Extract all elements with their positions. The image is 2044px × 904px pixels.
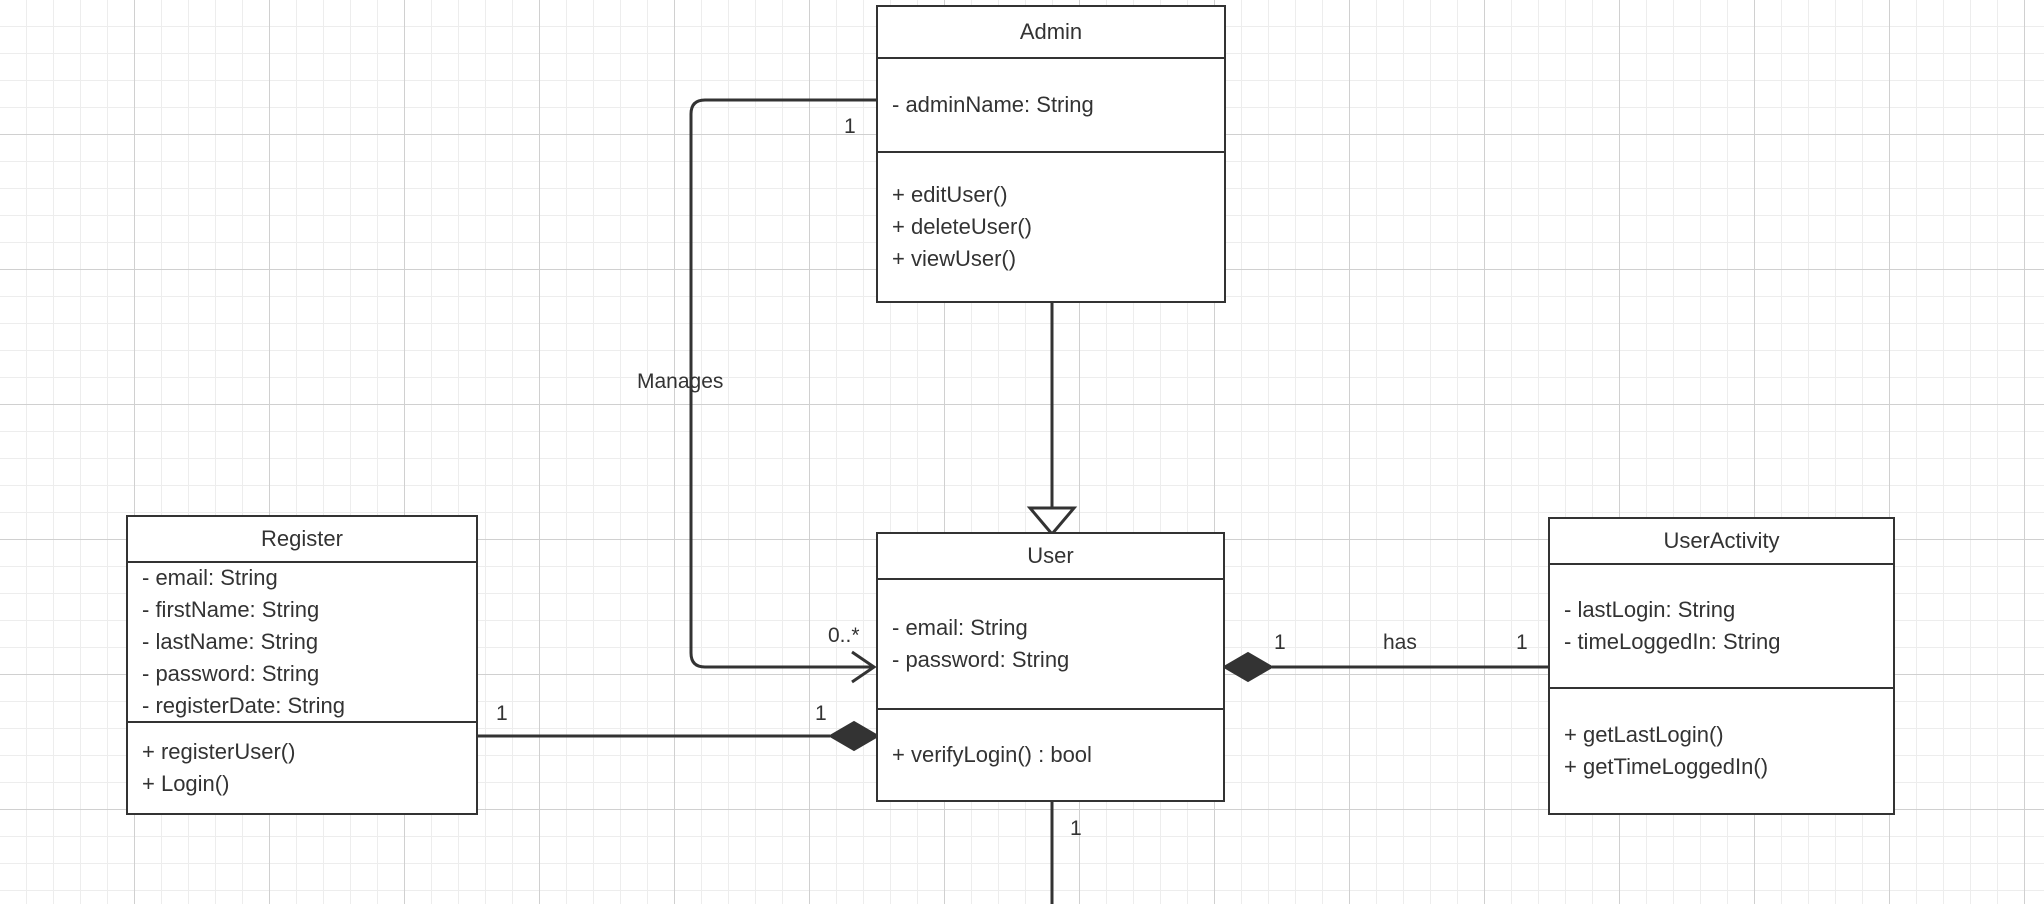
class-attribute: - password: String: [892, 647, 1070, 672]
class-name-compartment-useractivity: UserActivity: [1550, 519, 1893, 563]
edge-user-has-useractivity[interactable]: [1222, 651, 1548, 683]
class-operations-compartment-user: + verifyLogin() : bool: [878, 708, 1223, 800]
class-name-compartment-user: User: [878, 534, 1223, 578]
class-box-admin[interactable]: Admin - adminName: String + editUser() +…: [876, 5, 1226, 303]
class-box-register[interactable]: Register - email: String - firstName: St…: [126, 515, 478, 815]
class-name-compartment-register: Register: [128, 517, 476, 561]
class-operation: + editUser(): [892, 182, 1008, 208]
class-name-useractivity: UserActivity: [1663, 528, 1780, 554]
class-operation: + getLastLogin(): [1564, 722, 1724, 748]
edge-label-user-right-multiplicity: 1: [1274, 631, 1286, 654]
class-operation: + deleteUser(): [892, 214, 1033, 240]
class-attribute: - password: String: [142, 660, 320, 686]
class-operation: + verifyLogin() : bool: [892, 742, 1092, 768]
class-attributes-compartment-admin: - adminName: String: [878, 57, 1224, 151]
edge-register-user[interactable]: [478, 720, 880, 752]
class-attribute: - lastLogin: String: [1564, 597, 1736, 623]
class-attribute: - timeLoggedIn: String: [1564, 629, 1781, 654]
class-name-admin: Admin: [1019, 19, 1083, 45]
class-operation: + registerUser(): [142, 739, 296, 765]
class-operation: + Login(): [142, 771, 230, 796]
class-attribute: - registerDate: String: [142, 692, 345, 718]
edge-label-user-manages-multiplicity: 0..*: [828, 624, 860, 647]
class-box-user[interactable]: User - email: String - password: String …: [876, 532, 1225, 802]
edge-label-manages: Manages: [637, 370, 724, 393]
class-operation: + viewUser(): [892, 245, 1017, 271]
edge-admin-generalizes-user[interactable]: [1026, 302, 1078, 537]
class-attribute: - adminName: String: [892, 92, 1094, 118]
class-attribute: - email: String: [892, 615, 1028, 641]
class-attribute: - email: String: [142, 565, 278, 591]
edge-label-user-bottom-multiplicity: 1: [1070, 817, 1082, 840]
class-attributes-compartment-useractivity: - lastLogin: String - timeLoggedIn: Stri…: [1550, 563, 1893, 687]
edge-label-admin-multiplicity: 1: [844, 115, 856, 138]
class-operations-compartment-register: + registerUser() + Login(): [128, 721, 476, 813]
edge-label-useractivity-multiplicity: 1: [1516, 631, 1528, 654]
class-attribute: - firstName: String: [142, 597, 320, 623]
class-box-useractivity[interactable]: UserActivity - lastLogin: String - timeL…: [1548, 517, 1895, 815]
class-attribute: - lastName: String: [142, 629, 319, 655]
class-name-register: Register: [261, 526, 343, 552]
edge-label-user-left-multiplicity: 1: [815, 702, 827, 725]
class-operations-compartment-admin: + editUser() + deleteUser() + viewUser(): [878, 151, 1224, 301]
edge-label-has: has: [1383, 631, 1417, 654]
edge-label-register-multiplicity: 1: [496, 702, 508, 725]
class-name-compartment-admin: Admin: [878, 7, 1224, 57]
class-operation: + getTimeLoggedIn(): [1564, 754, 1769, 779]
class-operations-compartment-useractivity: + getLastLogin() + getTimeLoggedIn(): [1550, 687, 1893, 813]
class-attributes-compartment-user: - email: String - password: String: [878, 578, 1223, 708]
class-attributes-compartment-register: - email: String - firstName: String - la…: [128, 561, 476, 721]
class-name-user: User: [1027, 543, 1074, 569]
